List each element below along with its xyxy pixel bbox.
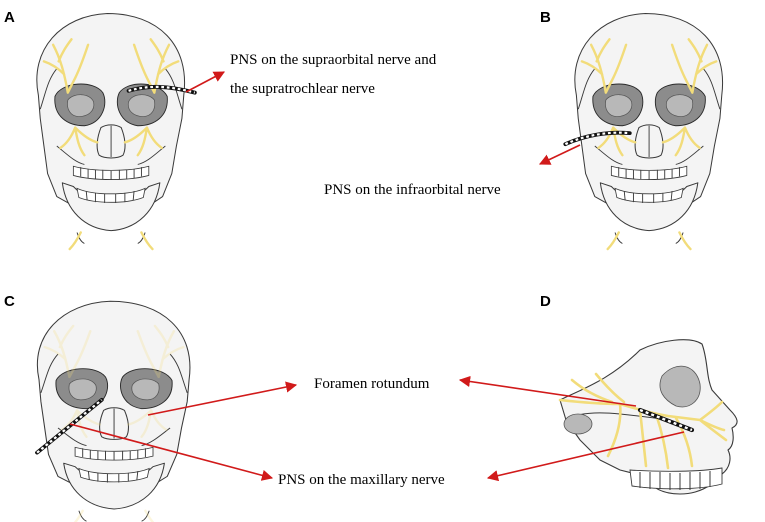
arrow-c-foramen [147, 381, 298, 416]
annotation-supraorbital-line1: PNS on the supraorbital nerve and [230, 52, 437, 68]
electrode-lead-maxillary-c [35, 397, 104, 455]
panel-label-a: A [4, 9, 15, 26]
arrow-infraorbital [538, 144, 581, 165]
panel-a-skull [36, 13, 197, 251]
label-foramen-rotundum: Foramen rotundum [314, 376, 430, 392]
panel-label-d: D [540, 293, 551, 310]
panel-d-lateral-face [558, 339, 738, 495]
panel-c-skull [35, 300, 191, 522]
electrode-lead-maxillary-d [637, 407, 695, 433]
panel-b-skull [563, 13, 724, 251]
arrow-supraorbital [185, 71, 225, 93]
annotation-infraorbital: PNS on the infraorbital nerve [324, 182, 501, 198]
panel-label-b: B [540, 9, 551, 26]
annotation-supraorbital-line2: the supratrochlear nerve [230, 81, 375, 97]
arrow-d-maxillary [486, 431, 685, 482]
arrow-c-maxillary [69, 423, 274, 481]
label-maxillary-nerve: PNS on the maxillary nerve [278, 472, 445, 488]
panel-label-c: C [4, 293, 15, 310]
arrow-d-foramen [458, 375, 637, 407]
